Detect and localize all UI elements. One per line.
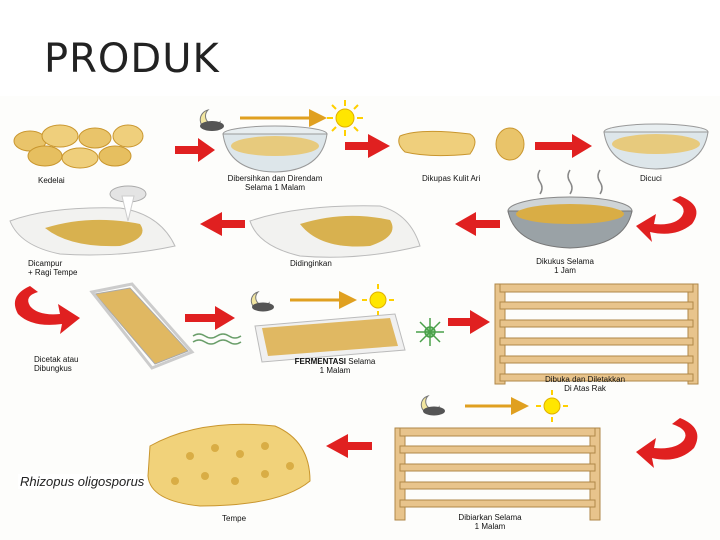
process-illustration [9, 100, 709, 521]
arrow-icon [200, 212, 245, 236]
soaking-bowl-icon [222, 125, 328, 173]
curved-arrow-icon [636, 196, 697, 242]
rhizopus-mold-icon [416, 318, 444, 346]
mold-species-caption: Rhizopus oligosporus [18, 474, 147, 489]
arrow-icon [345, 134, 390, 158]
page-title: PRODUK [44, 36, 220, 82]
arrow-icon [185, 306, 235, 330]
arrow-icon [448, 310, 490, 334]
sun-icon [362, 284, 394, 316]
label-kedelai: Kedelai [38, 176, 65, 185]
sun-icon [327, 100, 363, 136]
label-didinginkan: Didinginkan [290, 259, 332, 268]
sun-icon [536, 390, 568, 422]
label-dikukus: Dikukus Selama 1 Jam [536, 257, 594, 275]
steaming-pot-icon [507, 169, 633, 249]
curved-arrow-icon [636, 418, 698, 468]
arrow-icon [455, 212, 500, 236]
fermenting-tempe-icon [254, 313, 406, 363]
peeled-soybean-icon [398, 127, 525, 161]
arrow-icon [326, 434, 372, 458]
label-dicampur: Dicampur + Ragi Tempe [28, 259, 78, 277]
washing-bowl-icon [603, 123, 709, 170]
mixing-sheet-icon [9, 185, 176, 256]
arrow-icon [535, 134, 592, 158]
label-fermentasi: FERMENTASI Selama 1 Malam [294, 357, 376, 375]
label-tempe: Tempe [222, 514, 247, 523]
cooling-sheet-icon [249, 205, 421, 258]
label-dikupas: Dikupas Kulit Ari [422, 174, 481, 183]
label-dicuci: Dicuci [640, 174, 662, 183]
moon-icon [199, 109, 224, 131]
curved-arrow-icon [14, 286, 80, 334]
arrow-icon [175, 138, 215, 162]
tempe-process-diagram: Kedelai Dibersihkan dan Direndam Selama … [0, 96, 720, 540]
label-dibiarkan: Dibiarkan Selama 1 Malam [458, 513, 522, 531]
label-dibuka: Dibuka dan Diletakkan Di Atas Rak [544, 375, 626, 393]
drying-rack-icon [394, 427, 601, 521]
wavy-lines-icon [192, 333, 242, 345]
drying-rack-icon [494, 283, 699, 385]
label-dicetak: Dicetak atau Dibungkus [34, 355, 79, 373]
moon-icon [250, 291, 274, 312]
soybean-pile-icon [13, 124, 144, 169]
finished-tempe-icon [147, 423, 311, 507]
label-direndam: Dibersihkan dan Direndam Selama 1 Malam [227, 174, 323, 192]
molded-tempe-icon [89, 282, 195, 370]
moon-icon [420, 395, 445, 416]
